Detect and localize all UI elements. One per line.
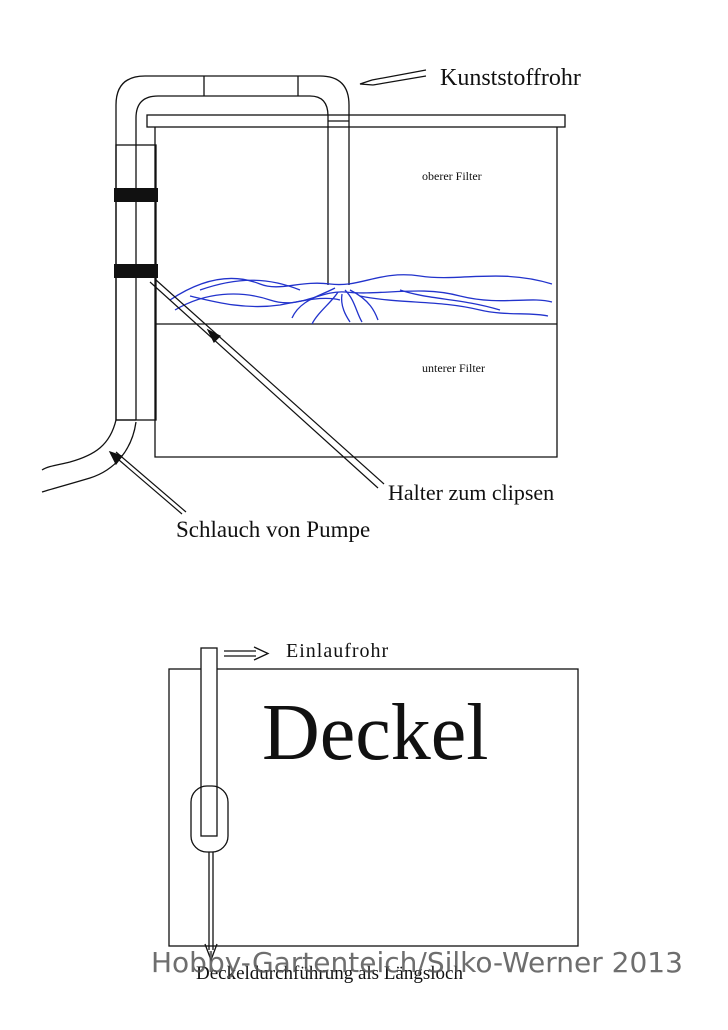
clip-band-upper [114, 188, 158, 202]
label-deckel: Deckel [262, 689, 489, 777]
lid-drawing [168, 646, 579, 962]
filter-roots [169, 274, 553, 325]
watermark-text: Hobby-Gartenteich/Silko-Werner 2013 [151, 946, 683, 979]
pump-hose [41, 419, 137, 493]
filter-assembly [115, 75, 566, 458]
inlet-pipe [200, 647, 218, 837]
annotation-arrows [108, 69, 427, 515]
arrow-kunststoffrohr [359, 69, 427, 86]
label-halter: Halter zum clipsen [388, 480, 554, 505]
plastic-pipe-outer [115, 75, 350, 420]
lid-rectangle [168, 668, 579, 947]
label-deckeldurchfuehrung: Deckeldurchführung als Längsloch [196, 963, 463, 984]
filter-box [154, 127, 558, 458]
plastic-pipe-inner [135, 95, 329, 420]
label-unterer-filter: unterer Filter [422, 361, 485, 375]
label-einlaufrohr: Einlaufrohr [286, 640, 389, 662]
arrow-einlaufrohr [224, 646, 270, 661]
label-schlauch: Schlauch von Pumpe [176, 517, 370, 542]
label-oberer-filter: oberer Filter [422, 169, 482, 183]
clip-band-lower [114, 264, 158, 278]
filter-lid-plate [146, 114, 566, 128]
label-kunststoffrohr: Kunststoffrohr [440, 65, 581, 91]
